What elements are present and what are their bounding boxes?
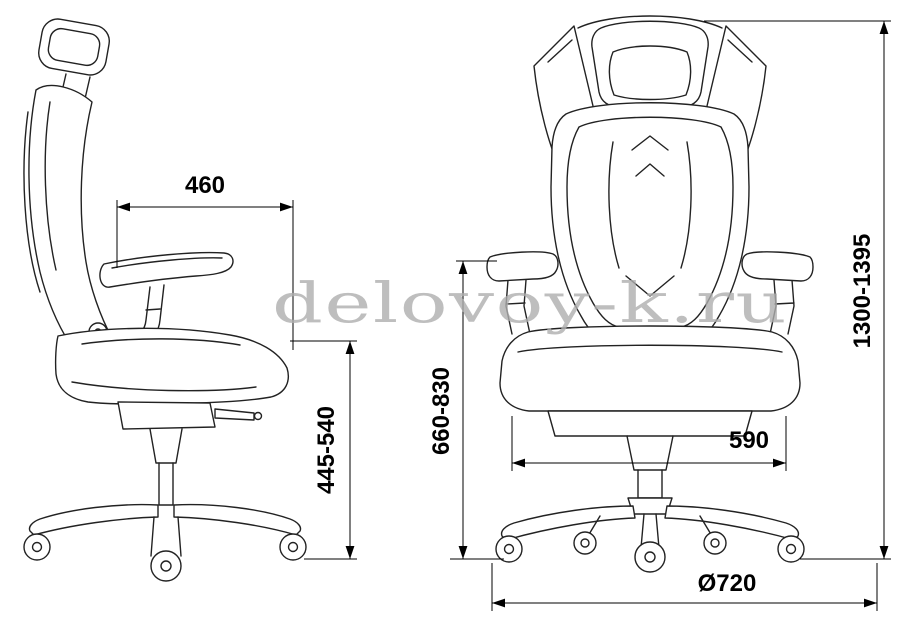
side-base <box>23 503 307 582</box>
dimension-label-seat-depth: 460 <box>185 172 225 199</box>
side-gas-lift <box>149 428 183 506</box>
dimension-seat-width <box>511 416 787 471</box>
front-armrest-left-pad <box>486 251 559 282</box>
watermark-text: delovoy-k.ru <box>272 271 788 335</box>
front-base <box>495 497 805 573</box>
side-seat-mechanism <box>117 401 263 430</box>
dimension-base-diameter <box>491 563 878 611</box>
front-armrest-left-support <box>505 279 531 335</box>
side-caster-left <box>23 533 51 561</box>
dimension-total-height <box>704 20 891 560</box>
side-backrest <box>23 84 113 345</box>
dimension-label-armrest-height: 660-830 <box>428 367 455 455</box>
side-caster-right <box>279 533 307 561</box>
dimension-label-total-height: 1300-1395 <box>849 234 876 349</box>
dimension-annotations <box>116 20 891 611</box>
side-caster-front <box>150 516 182 582</box>
front-headrest <box>591 20 709 120</box>
front-caster-center <box>634 513 666 573</box>
side-seat <box>54 327 289 405</box>
front-gas-lift <box>626 435 674 499</box>
front-caster-right <box>777 535 805 563</box>
front-caster-mid-left <box>573 515 601 555</box>
dimension-label-base-diameter: Ø720 <box>698 570 757 597</box>
dimension-seat-depth <box>116 200 294 350</box>
front-seat <box>499 325 801 437</box>
front-backrest <box>550 102 750 344</box>
front-caster-left <box>495 535 523 563</box>
dimension-seat-height <box>290 340 357 560</box>
chair-side-view <box>23 18 307 582</box>
dimension-armrest-height <box>450 260 504 560</box>
front-armrest-right-pad <box>741 251 814 282</box>
front-top-frame <box>577 15 723 29</box>
dimension-label-seat-width: 590 <box>729 427 769 454</box>
front-armrest-right-support <box>769 279 795 335</box>
front-caster-mid-right <box>699 515 727 555</box>
dimension-label-seat-height: 445-540 <box>313 406 340 494</box>
side-armrest <box>99 251 234 349</box>
chair-front-view <box>486 15 814 573</box>
